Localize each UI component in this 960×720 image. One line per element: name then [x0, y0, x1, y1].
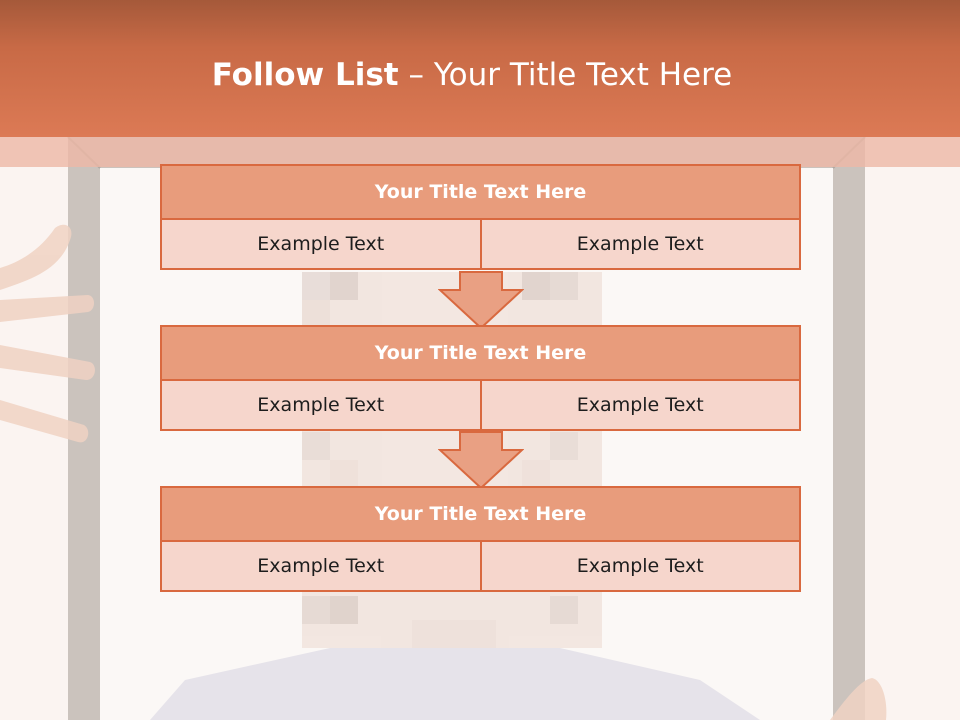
down-arrow-icon [438, 431, 524, 489]
step-row: Example Text Example Text [160, 542, 801, 592]
slide-title: Follow List – Your Title Text Here [0, 52, 944, 98]
step-title: Your Title Text Here [160, 325, 801, 381]
step-cell-left: Example Text [160, 220, 482, 270]
step-title: Your Title Text Here [160, 164, 801, 220]
right-hand [830, 678, 887, 720]
step-row: Example Text Example Text [160, 220, 801, 270]
step-title: Your Title Text Here [160, 486, 801, 542]
slide-title-rest: – Your Title Text Here [398, 57, 733, 93]
step-box-1: Your Title Text Here Example Text Exampl… [160, 164, 801, 270]
step-cell-right: Example Text [481, 381, 801, 431]
slide-title-bold: Follow List [211, 57, 399, 93]
step-box-2: Your Title Text Here Example Text Exampl… [160, 325, 801, 431]
step-cell-right: Example Text [481, 542, 801, 592]
header-bar: Follow List – Your Title Text Here [0, 0, 960, 137]
step-cell-left: Example Text [160, 542, 482, 592]
step-row: Example Text Example Text [160, 381, 801, 431]
step-cell-left: Example Text [160, 381, 482, 431]
down-arrow-icon [438, 271, 524, 329]
left-hand [0, 224, 95, 443]
step-box-3: Your Title Text Here Example Text Exampl… [160, 486, 801, 592]
shirt [150, 648, 760, 720]
header-band [0, 137, 960, 167]
step-cell-right: Example Text [481, 220, 801, 270]
